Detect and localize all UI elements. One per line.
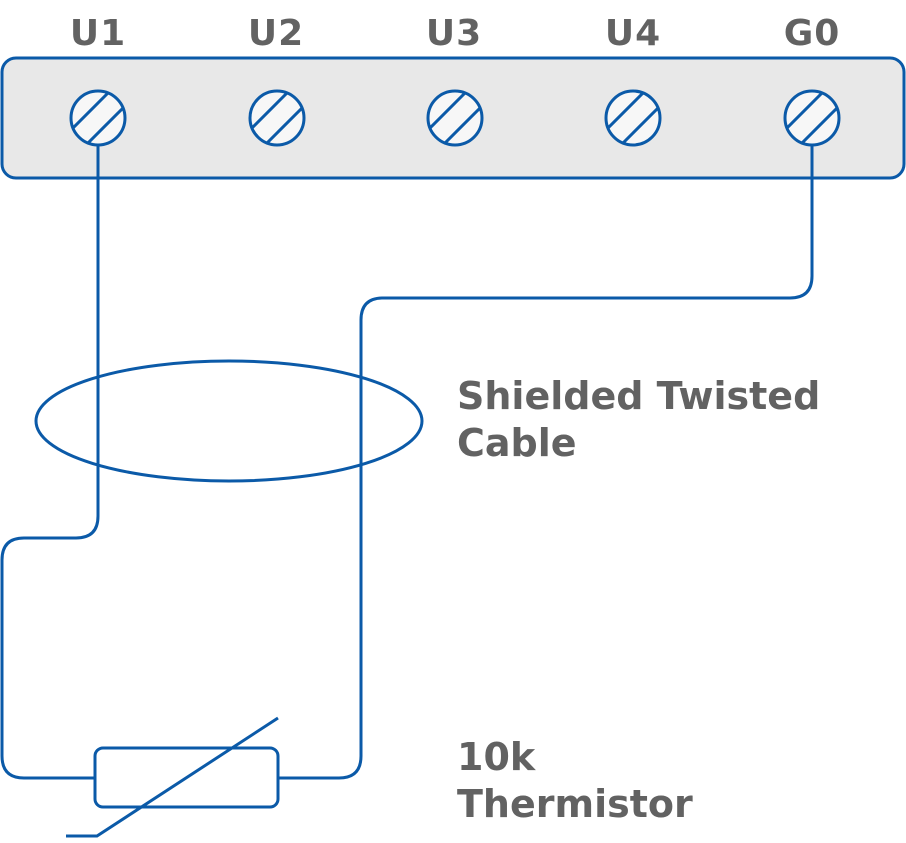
screw-terminal-u2 bbox=[248, 89, 306, 147]
cable-label-line1: Shielded Twisted bbox=[457, 374, 821, 418]
cable-label-line2: Cable bbox=[457, 421, 577, 465]
sensor-label-line2: Thermistor bbox=[457, 782, 693, 826]
screw-terminal-u3 bbox=[426, 89, 484, 147]
cable-label: Shielded Twisted Cable bbox=[457, 373, 820, 467]
wire-u1 bbox=[0, 145, 100, 780]
sensor-label-line1: 10k bbox=[457, 735, 536, 779]
terminal-label-u4: U4 bbox=[604, 13, 662, 54]
screw-terminal-u1 bbox=[69, 89, 127, 147]
screw-terminal-g0 bbox=[783, 89, 841, 147]
terminal-label-u1: U1 bbox=[69, 13, 127, 54]
wire-g0 bbox=[278, 145, 814, 780]
terminal-label-u2: U2 bbox=[247, 13, 305, 54]
cable-shield-ellipse bbox=[34, 359, 424, 483]
sensor-label: 10k Thermistor bbox=[457, 734, 693, 828]
terminal-label-g0: G0 bbox=[783, 13, 841, 54]
thermistor-variable-line bbox=[66, 716, 279, 838]
screw-terminal-u4 bbox=[604, 89, 662, 147]
terminal-label-u3: U3 bbox=[425, 13, 483, 54]
